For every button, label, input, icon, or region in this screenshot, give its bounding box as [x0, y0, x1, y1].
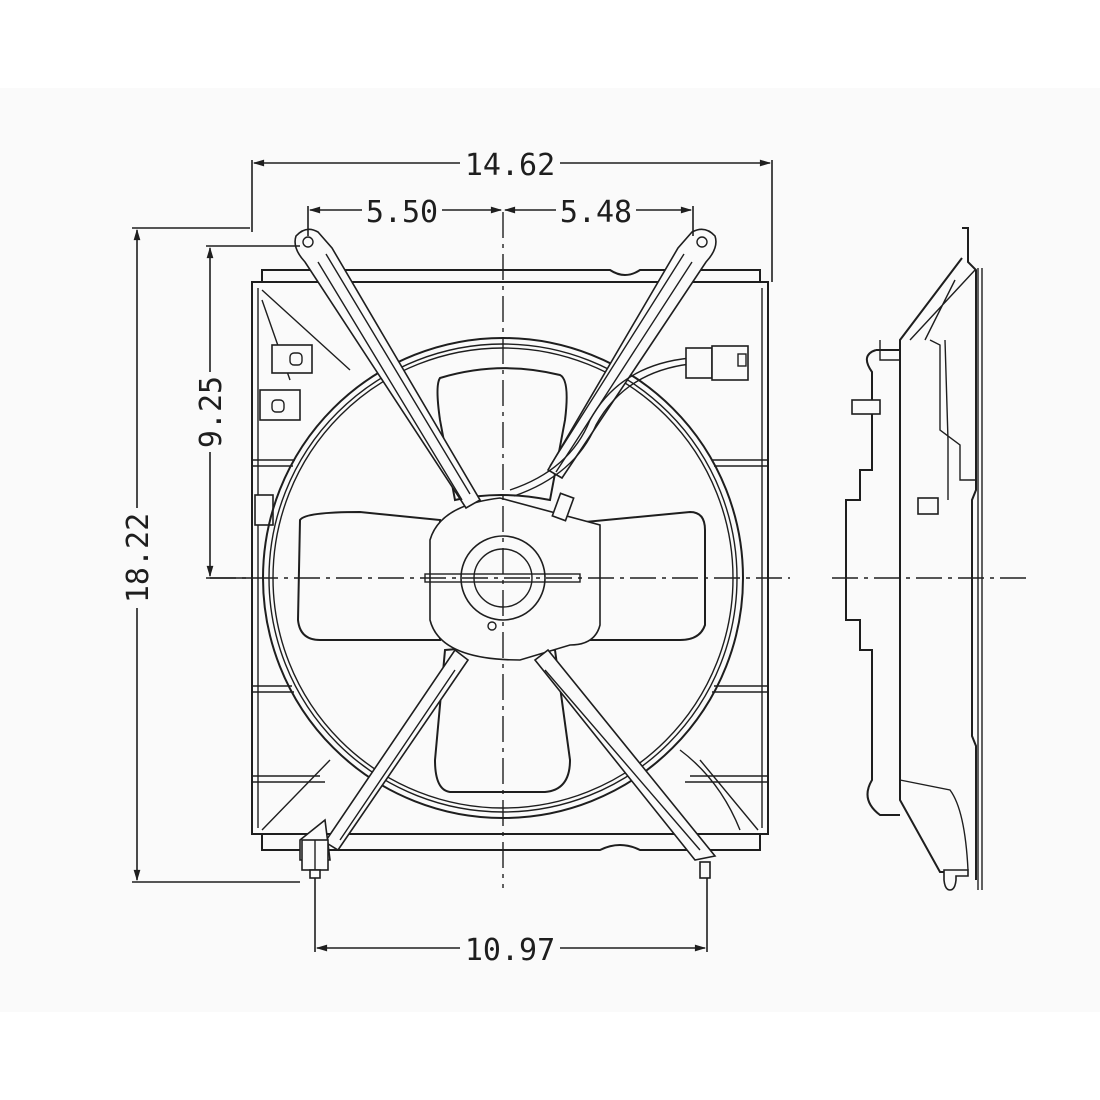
- wire-harness: [509, 345, 749, 522]
- dim-left-mount-offset: 5.50: [366, 195, 438, 230]
- dim-right-mount-offset: 5.48: [560, 195, 632, 230]
- dim-lower-mount-spacing: 10.97: [465, 933, 555, 968]
- shroud-frame: [251, 269, 769, 851]
- front-view: [210, 212, 790, 888]
- side-view: [832, 227, 1030, 891]
- fan-hub: [424, 497, 601, 661]
- dim-overall-height: 18.22: [121, 513, 156, 603]
- dim-overall-width: 14.62: [465, 148, 555, 183]
- mounting-struts: [294, 228, 717, 879]
- dimension-lines: 14.62 5.50 5.48 18.22 9.25 10.97: [120, 146, 773, 968]
- dim-upper-mount-height: 9.25: [194, 376, 229, 448]
